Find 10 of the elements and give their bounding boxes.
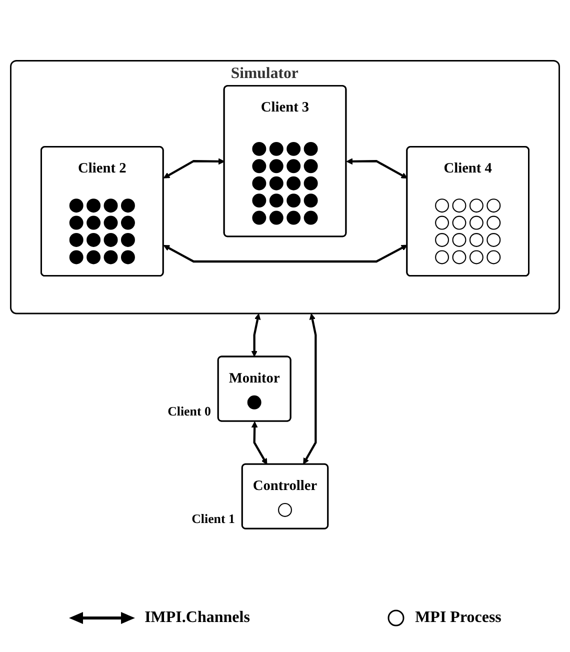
arrow (303, 314, 317, 465)
arrow (251, 422, 268, 466)
legend-label: IMPI.Channels (144, 609, 250, 627)
arrow (163, 158, 225, 179)
client-caption: Client 0 (168, 404, 211, 419)
arrow (251, 314, 261, 358)
arrow (346, 158, 408, 179)
client-caption: Client 1 (192, 512, 235, 526)
arrow (163, 245, 408, 263)
legend-label: MPI Process (415, 609, 502, 627)
